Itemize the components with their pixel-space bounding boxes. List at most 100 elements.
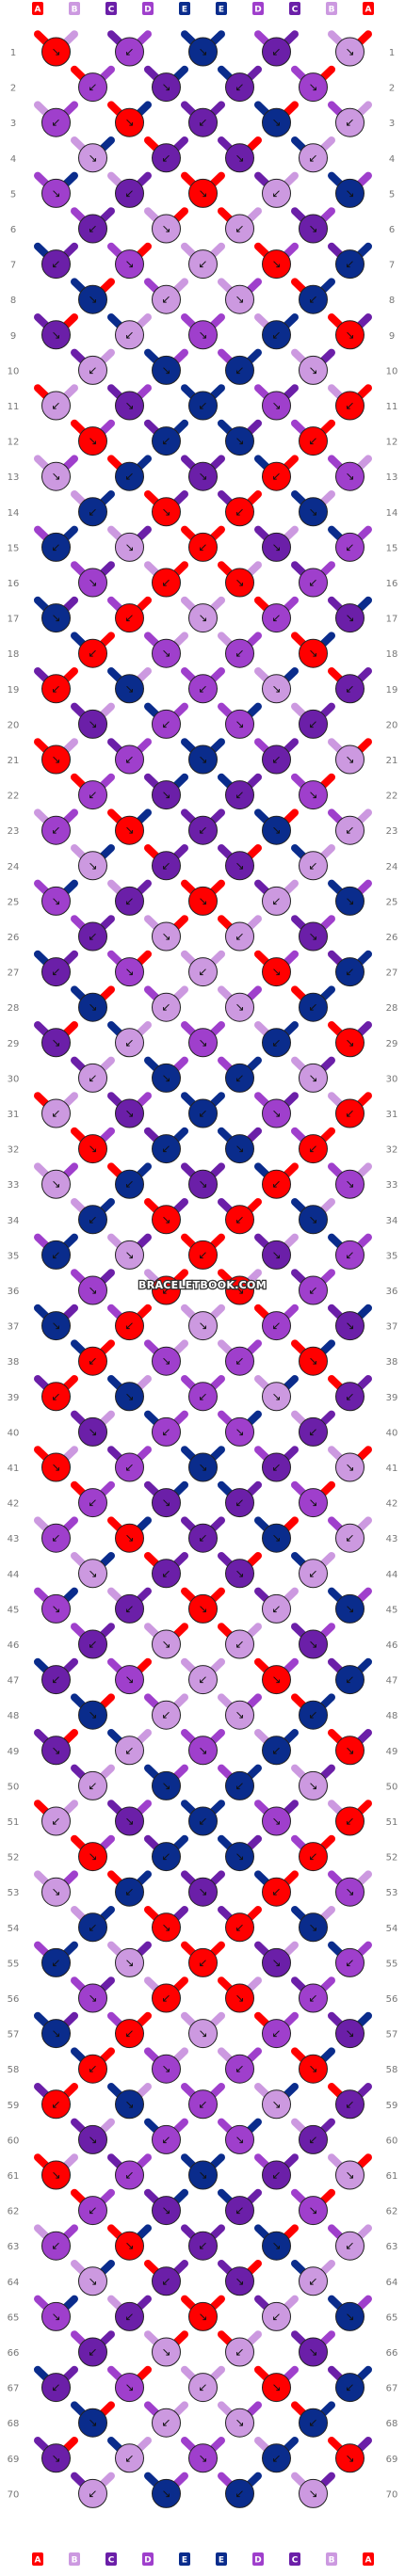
knot: [152, 1842, 181, 1872]
row-number-left: 32: [8, 1145, 20, 1156]
knot-arrow: ↙: [235, 363, 244, 376]
knot: [78, 568, 107, 598]
knot: [152, 1416, 181, 1447]
knot: [152, 214, 181, 244]
knot: [299, 2196, 328, 2226]
row-number-left: 30: [8, 1074, 20, 1084]
knot: [152, 1912, 181, 1943]
knot-arrow: ↙: [308, 859, 317, 872]
knot: [225, 1416, 254, 1447]
thread-footer-chip: [32, 2552, 43, 2566]
knot-arrow: ↘: [345, 2310, 354, 2323]
knot: [115, 1311, 144, 1341]
row-number-left: 44: [8, 1570, 20, 1580]
knot: [78, 72, 107, 103]
knot-arrow: ↙: [51, 682, 60, 696]
knot: [225, 1346, 254, 1376]
knot-arrow: ↘: [51, 1177, 60, 1191]
knot: [262, 461, 291, 491]
knot-arrow: ↙: [51, 399, 60, 412]
knot: [152, 1063, 181, 1093]
knot-arrow: ↙: [345, 399, 354, 412]
knot-arrow: ↘: [345, 2168, 354, 2182]
knot-arrow: ↙: [124, 1744, 134, 1757]
knot-arrow: ↘: [198, 1320, 207, 1333]
row-number-left: 50: [8, 1782, 20, 1792]
knot-arrow: ↘: [271, 399, 281, 412]
knot: [115, 1877, 144, 1907]
knot-arrow: ↙: [235, 2204, 244, 2217]
knot-arrow: ↘: [198, 1885, 207, 1898]
knot: [299, 851, 328, 881]
row-number-left: 18: [8, 649, 20, 660]
knot: [299, 1629, 328, 1659]
knot: [78, 1983, 107, 2013]
row-number-left: 57: [8, 2030, 20, 2040]
thread-footer-chip: [289, 2552, 300, 2566]
row-number-left: 69: [8, 2455, 20, 2465]
knot-arrow: ↘: [88, 1992, 97, 2005]
knot-arrow: ↘: [345, 1744, 354, 1757]
knot-arrow: ↙: [235, 930, 244, 943]
knot-arrow: ↘: [161, 1071, 170, 1084]
knot-arrow: ↙: [271, 1744, 281, 1757]
knot-arrow: ↘: [235, 2133, 244, 2146]
knot-arrow: ↙: [161, 576, 170, 589]
knot-arrow: ↘: [235, 1284, 244, 1297]
knot: [225, 497, 254, 527]
row-number-right: 2: [389, 84, 395, 94]
knot-arrow: ↘: [271, 2381, 281, 2394]
knot-arrow: ↙: [308, 2275, 317, 2288]
knot-arrow: ↙: [198, 1390, 207, 1403]
knot: [78, 992, 107, 1022]
row-number-right: 41: [386, 1464, 398, 1474]
knot: [335, 2443, 364, 2473]
knot: [115, 1806, 144, 1836]
knot-arrow: ↘: [124, 258, 134, 271]
knot-arrow: ↘: [88, 859, 97, 872]
row-number-right: 14: [386, 508, 398, 519]
knot-arrow: ↘: [161, 2204, 170, 2217]
knot: [78, 1559, 107, 1589]
knot: [225, 2196, 254, 2226]
knot-arrow: ↙: [124, 1036, 134, 1049]
knot: [262, 320, 291, 350]
knot-arrow: ↘: [51, 2168, 60, 2182]
knot-arrow: ↙: [345, 2381, 354, 2394]
row-number-left: 46: [8, 1640, 20, 1651]
knot-arrow: ↙: [271, 186, 281, 200]
knot: [299, 1700, 328, 1730]
knot-arrow: ↙: [271, 2168, 281, 2182]
knot-arrow: ↘: [124, 399, 134, 412]
knot: [299, 143, 328, 173]
knot: [335, 1806, 364, 1836]
knot-arrow: ↘: [51, 186, 60, 200]
knot: [262, 1947, 291, 1977]
knot-arrow: ↙: [198, 824, 207, 837]
knot-arrow: ↙: [198, 966, 207, 979]
knot-arrow: ↘: [235, 859, 244, 872]
knot: [299, 1983, 328, 2013]
knot-arrow: ↙: [51, 540, 60, 553]
row-number-left: 28: [8, 1003, 20, 1014]
row-number-right: 61: [386, 2171, 398, 2182]
row-number-left: 33: [8, 1180, 20, 1191]
knot: [299, 1770, 328, 1800]
thread-footer-letter: B: [329, 2556, 335, 2566]
thread-header-letter: A: [365, 6, 372, 15]
knot-arrow: ↘: [161, 505, 170, 519]
row-number-right: 64: [386, 2278, 398, 2288]
knot-arrow: ↘: [161, 2345, 170, 2359]
knot: [225, 780, 254, 810]
knot-arrow: ↙: [235, 81, 244, 94]
knot-arrow: ↘: [124, 2239, 134, 2252]
knot: [262, 2089, 291, 2120]
knot-arrow: ↙: [198, 2381, 207, 2394]
knot-arrow: ↘: [161, 2062, 170, 2075]
knot: [115, 2443, 144, 2473]
knot-arrow: ↘: [271, 2098, 281, 2111]
knot: [188, 1452, 218, 1482]
knot: [188, 2160, 218, 2190]
knot-arrow: ↘: [198, 2027, 207, 2040]
thread-footer-chip: [326, 2552, 337, 2566]
